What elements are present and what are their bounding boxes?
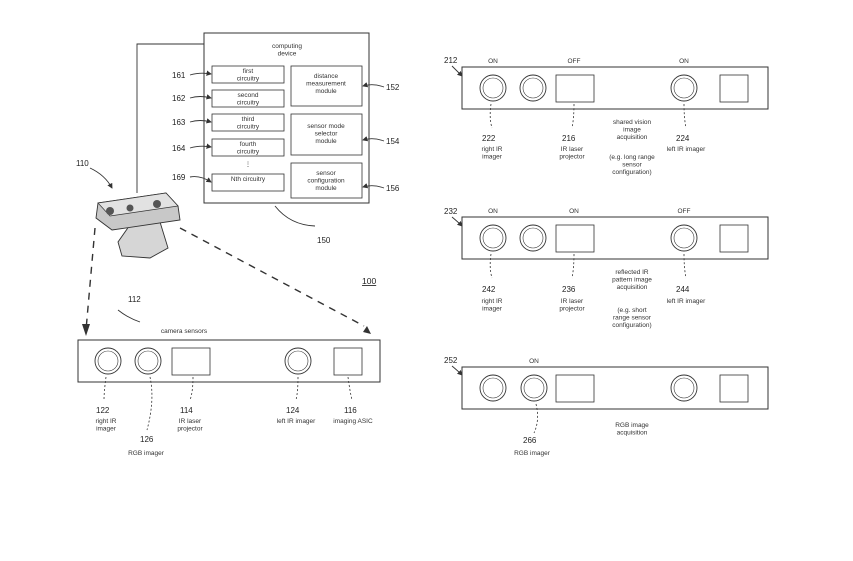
panel-212-state-2: OFF: [568, 58, 581, 65]
circuit-box-3: [211, 113, 285, 132]
camera-illustration: 110: [76, 159, 181, 259]
ir-projector-rect: [171, 347, 211, 376]
circuit-num-4: 164: [172, 144, 186, 153]
camera-ref: 110: [76, 159, 89, 168]
camera-lens-1: [106, 207, 114, 215]
component-label-116: imaging ASIC: [333, 418, 373, 425]
panel-232-num-3: 244: [676, 285, 690, 294]
module-num-156: 156: [386, 184, 400, 193]
component-num-126: 126: [140, 435, 154, 444]
panel-212-label-3: left IR imager: [667, 146, 706, 153]
right-ir-imager-lens: [97, 350, 119, 372]
left-ir-imager-lens: [287, 350, 309, 372]
system-ref: 100: [362, 276, 376, 286]
panel-252-state-1: ON: [529, 358, 539, 365]
camera-lens-2: [126, 204, 134, 212]
component-num-116: 116: [344, 406, 357, 415]
component-num-122: 122: [96, 406, 110, 415]
component-label-124: left IR imager: [277, 418, 316, 425]
panel-212-state-1: ON: [488, 58, 498, 65]
panel-252-ref: 252: [444, 356, 458, 365]
circuit-box-n: [211, 173, 285, 192]
panel-212-bar: [461, 66, 769, 110]
circuit-box-2: [211, 89, 285, 108]
panel-232-label-3: left IR imager: [667, 298, 706, 305]
sensors-leader: [117, 309, 141, 323]
panel-232-state-1: ON: [488, 208, 498, 215]
panel-252-label-1: RGB imager: [514, 450, 551, 457]
circuit-num-1: 161: [172, 71, 186, 80]
projection-right: [179, 227, 365, 327]
sensors-bar: [77, 339, 381, 383]
module-num-154: 154: [386, 137, 400, 146]
component-num-114: 114: [180, 406, 193, 415]
module-num-152: 152: [386, 83, 400, 92]
panel-232-num-2: 236: [562, 285, 576, 294]
circuit-num-n: 169: [172, 173, 186, 182]
computing-device-leader: [274, 205, 316, 227]
sensors-title: camera sensors: [161, 328, 208, 335]
panel-232-bar: [461, 216, 769, 260]
panel-232-ref: 232: [444, 207, 458, 216]
circuit-num-3: 163: [172, 118, 186, 127]
sensors-ref: 112: [128, 295, 141, 304]
computing-device-ref: 150: [317, 236, 331, 245]
panel-212-state-3: ON: [679, 58, 689, 65]
module-box-config: [290, 162, 363, 199]
camera-lens-3: [153, 200, 161, 208]
panel-212-ref: 212: [444, 56, 458, 65]
rgb-imager-lens: [137, 350, 159, 372]
circuit-ellipsis: ⋮: [245, 161, 252, 168]
circuit-num-2: 162: [172, 94, 186, 103]
panel-252-bar: [461, 366, 769, 410]
projection-left: [85, 227, 96, 331]
panel-212-num-1: 222: [482, 134, 496, 143]
panel-232-state-2: ON: [569, 208, 579, 215]
panel-232-num-1: 242: [482, 285, 496, 294]
panel-212-num-2: 216: [562, 134, 576, 143]
connection-line: [136, 43, 204, 193]
circuit-label-n: Nth circuitry: [231, 176, 266, 183]
panel-252-num-1: 266: [523, 436, 537, 445]
component-label-126: RGB imager: [128, 450, 165, 457]
module-box-selector: [290, 113, 363, 156]
panel-212-num-3: 224: [676, 134, 690, 143]
panel-232-state-3: OFF: [678, 208, 691, 215]
imaging-asic-rect: [333, 347, 363, 376]
module-box-distance: [290, 65, 363, 107]
circuit-box-4: [211, 138, 285, 157]
component-num-124: 124: [286, 406, 300, 415]
circuit-box-1: [211, 65, 285, 84]
